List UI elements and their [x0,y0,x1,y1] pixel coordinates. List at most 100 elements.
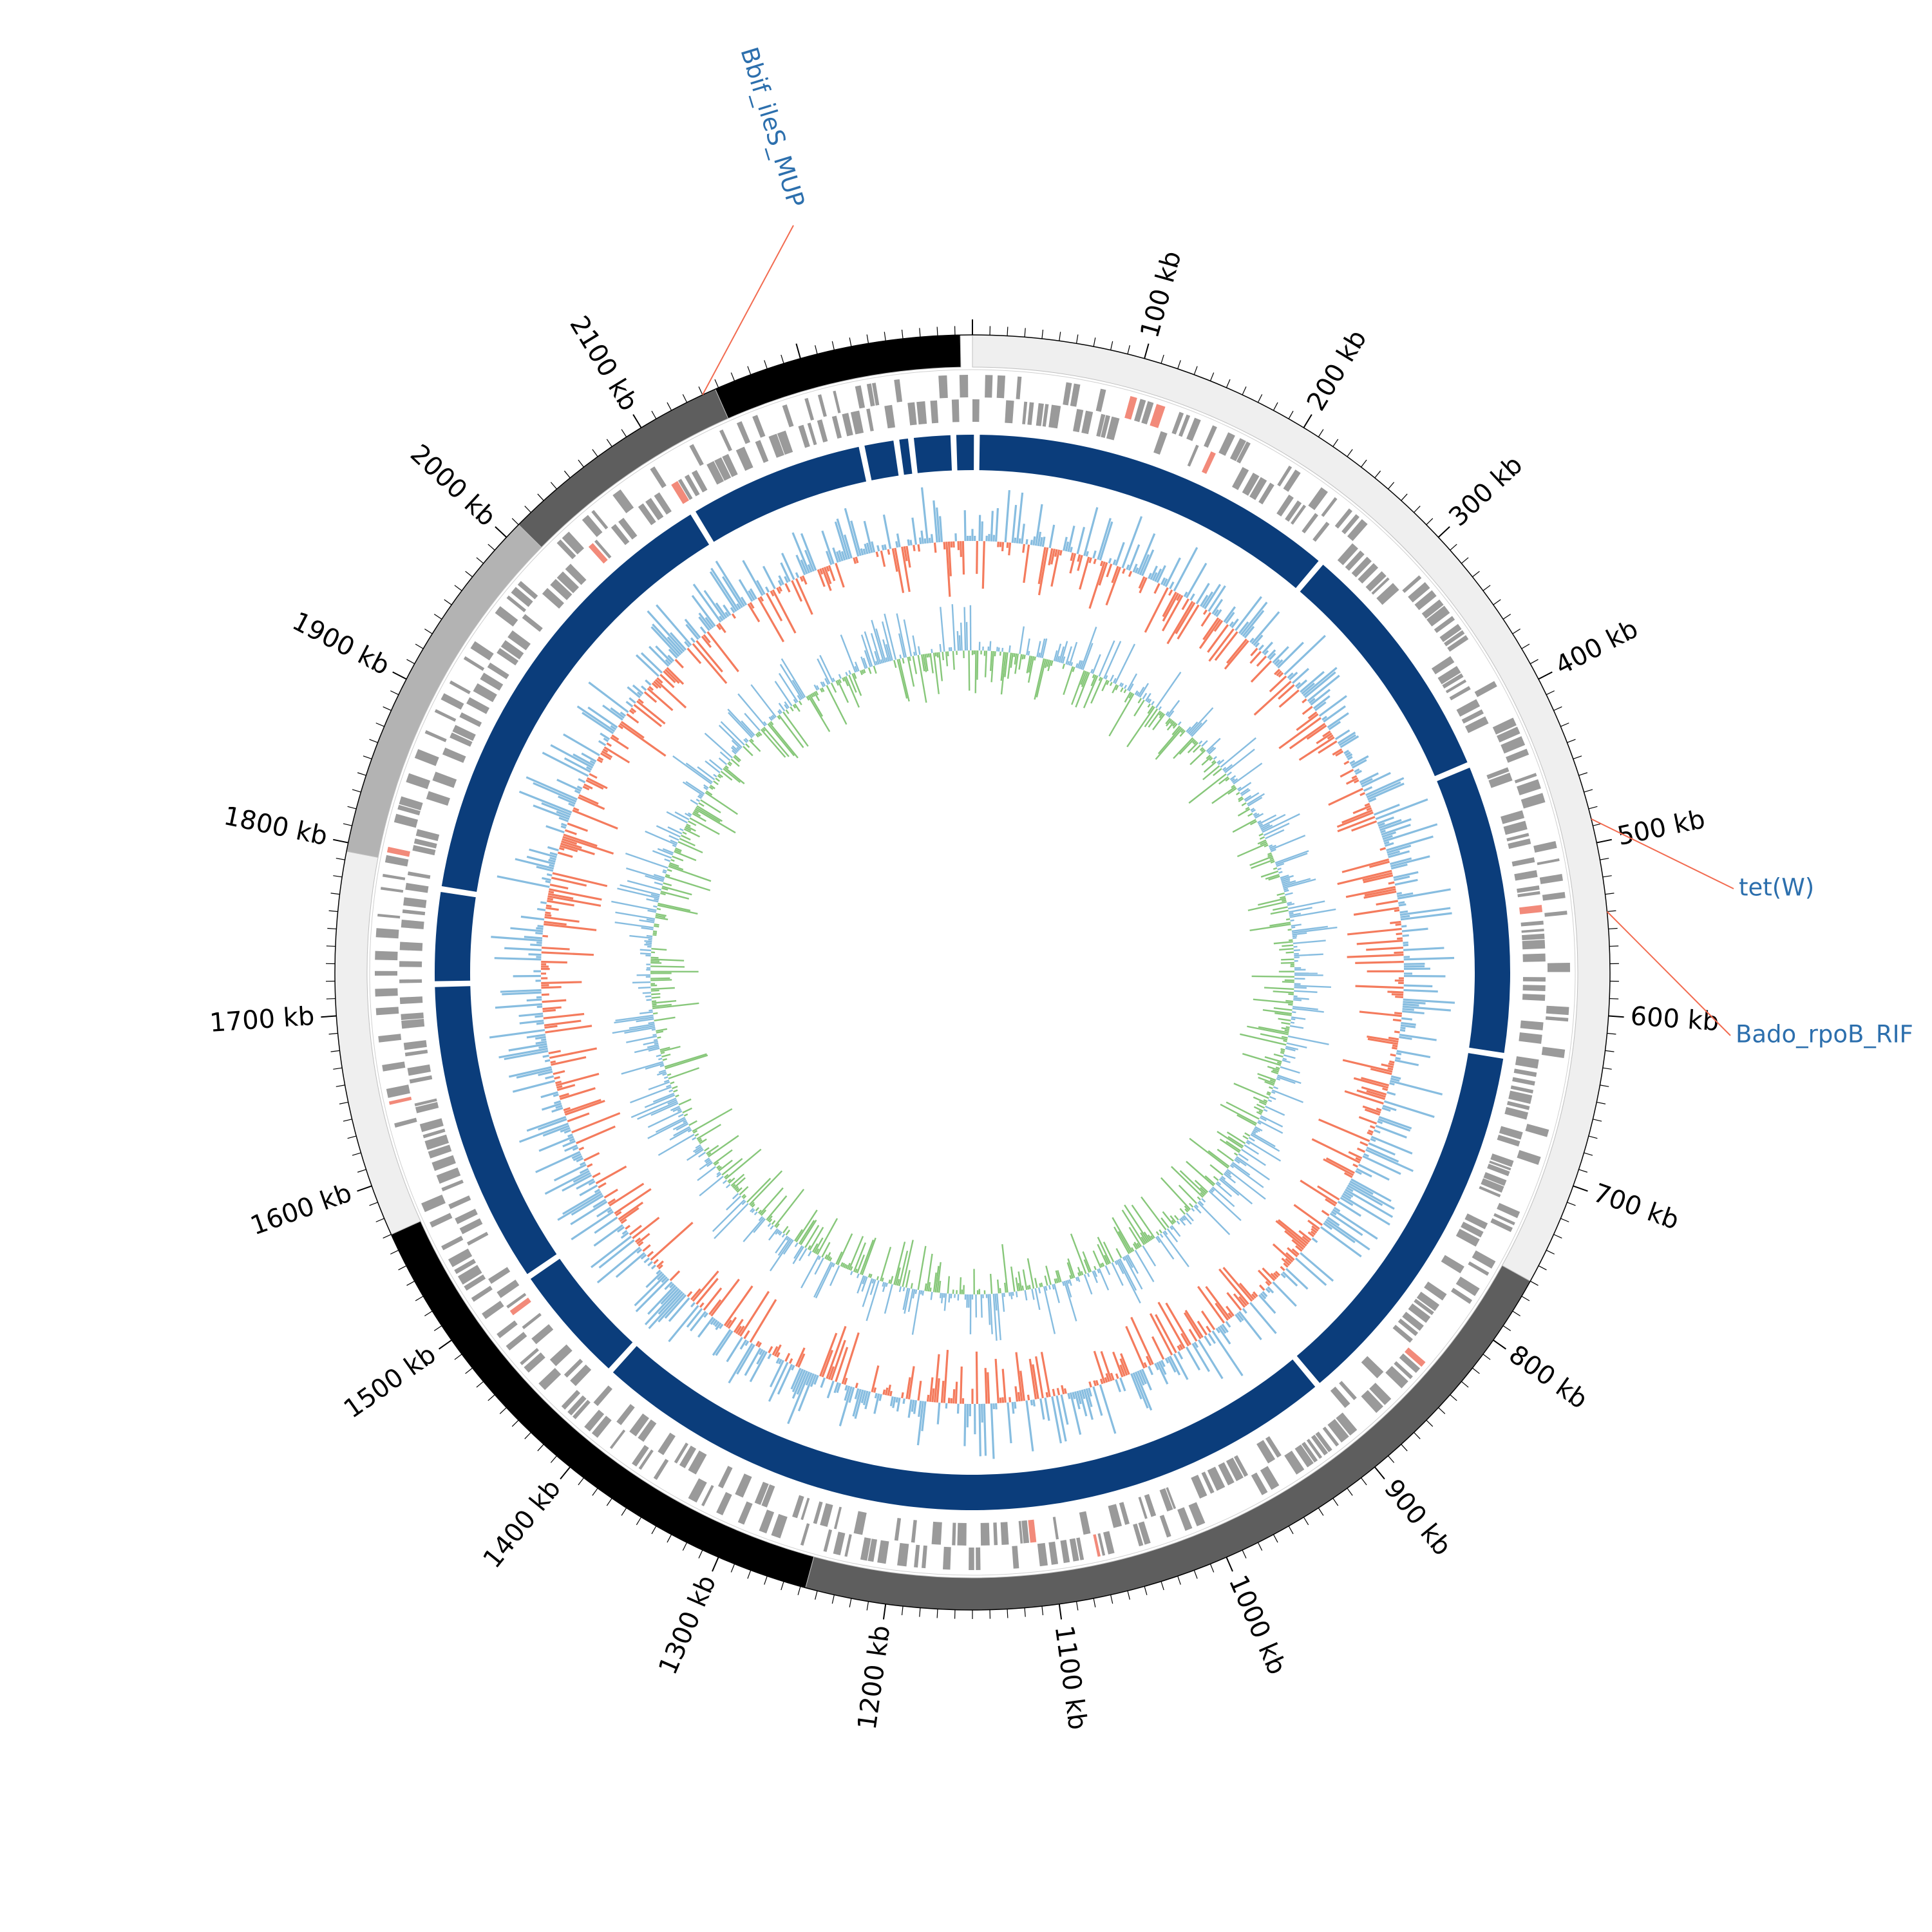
gene-mark [1361,1390,1383,1414]
gc-bar [558,847,565,851]
skew-bar [676,1122,689,1131]
skew-bar [1184,1208,1189,1213]
skew-bar [1294,985,1331,989]
skew-bar [615,1014,654,1021]
gc-bar [1267,1286,1274,1294]
skew-bar [662,871,667,874]
gene-mark [931,1521,942,1545]
tick-label: 1000 kb [1223,1571,1292,1679]
gene-mark [517,581,538,600]
minor-tick [1530,1280,1539,1286]
minor-tick [1110,1595,1113,1604]
gc-bar [684,618,701,639]
skew-bar [1027,650,1030,656]
skew-bar [1186,1160,1215,1187]
skew-bar [1233,1152,1238,1156]
gc-bar [541,993,549,996]
gc-bar [1185,562,1208,599]
gene-mark [1520,793,1546,809]
gc-bar [727,1316,737,1329]
gc-bar [916,1401,924,1446]
gc-bar [1350,755,1369,767]
gc-bar [1139,577,1148,594]
gene-mark [993,1522,998,1546]
gc-bar [1302,1235,1311,1243]
gc-bar [1395,1057,1401,1060]
gc-bar [564,1099,601,1113]
gc-bar [841,1332,860,1385]
skew-bar [699,1175,724,1197]
gc-bar [1304,671,1336,699]
gc-bar [610,724,617,730]
gc-bar [767,1353,772,1359]
skew-bar [1015,1291,1018,1298]
skew-bar [1208,747,1217,755]
skew-bar [1079,660,1083,669]
skew-bar [926,1253,933,1292]
minor-tick [390,1249,399,1255]
minor-tick [1426,1419,1434,1427]
gc-bar [560,1127,571,1133]
gc-bar [512,1079,555,1093]
gc-bar [629,1224,642,1236]
skew-bar [996,1279,1000,1294]
minor-tick [1608,927,1618,930]
gc-bar [545,1075,554,1080]
skew-bar [1244,792,1260,802]
gc-bar [1041,536,1046,547]
gene-mark [1079,1511,1091,1535]
skew-bar [1081,671,1089,688]
skew-bar [1220,1177,1253,1205]
skew-bar [656,1030,664,1034]
gene-mark [459,1218,483,1235]
gc-bar [576,785,583,790]
gene-mark [1442,673,1464,689]
gc-bar [1291,1248,1300,1256]
skew-bar [1289,908,1336,918]
skew-bar [737,693,766,727]
gc-bar [555,1104,563,1109]
skew-bar [667,1099,677,1105]
skew-bar [1028,1285,1031,1290]
minor-tick [406,1280,415,1286]
gene-mark [1093,1534,1101,1557]
gc-bar [1395,923,1401,926]
skew-bar [1115,685,1119,691]
minor-tick [333,875,343,878]
gc-bar [546,873,553,876]
gc-bar [784,583,791,593]
gc-bar [1218,1268,1249,1305]
skew-bar [672,855,684,862]
skew-bar [654,923,659,926]
gc-bar [1185,1346,1201,1371]
skew-bar [668,1089,674,1093]
skew-bar [1193,741,1198,745]
skew-bar [1263,822,1290,837]
skew-bar [1237,808,1251,817]
gene-mark [1447,635,1469,652]
gene-mark [1327,1419,1349,1443]
gc-bar [538,1118,567,1131]
skew-bar [1121,683,1124,688]
gc-bar [549,857,556,861]
gene-mark [399,961,422,967]
skew-bar [636,1018,654,1023]
gc-bar [658,1264,663,1270]
gc-bar [1070,553,1074,562]
minor-tick [1605,1050,1615,1052]
skew-bar [1263,1099,1268,1103]
minor-tick [333,1067,343,1070]
gc-bar [1260,1293,1267,1300]
gc-bar [1347,927,1402,936]
skew-bar [984,650,988,677]
skew-bar [1238,796,1243,800]
skew-bar [1224,748,1255,773]
skew-bar [996,647,998,652]
skew-bar [909,656,911,661]
gene-mark [565,564,587,585]
skew-bar [685,826,692,831]
skew-bar [1211,786,1236,804]
skew-bar [931,649,933,654]
gc-bar [1258,1284,1265,1291]
skew-bar [648,1047,660,1052]
